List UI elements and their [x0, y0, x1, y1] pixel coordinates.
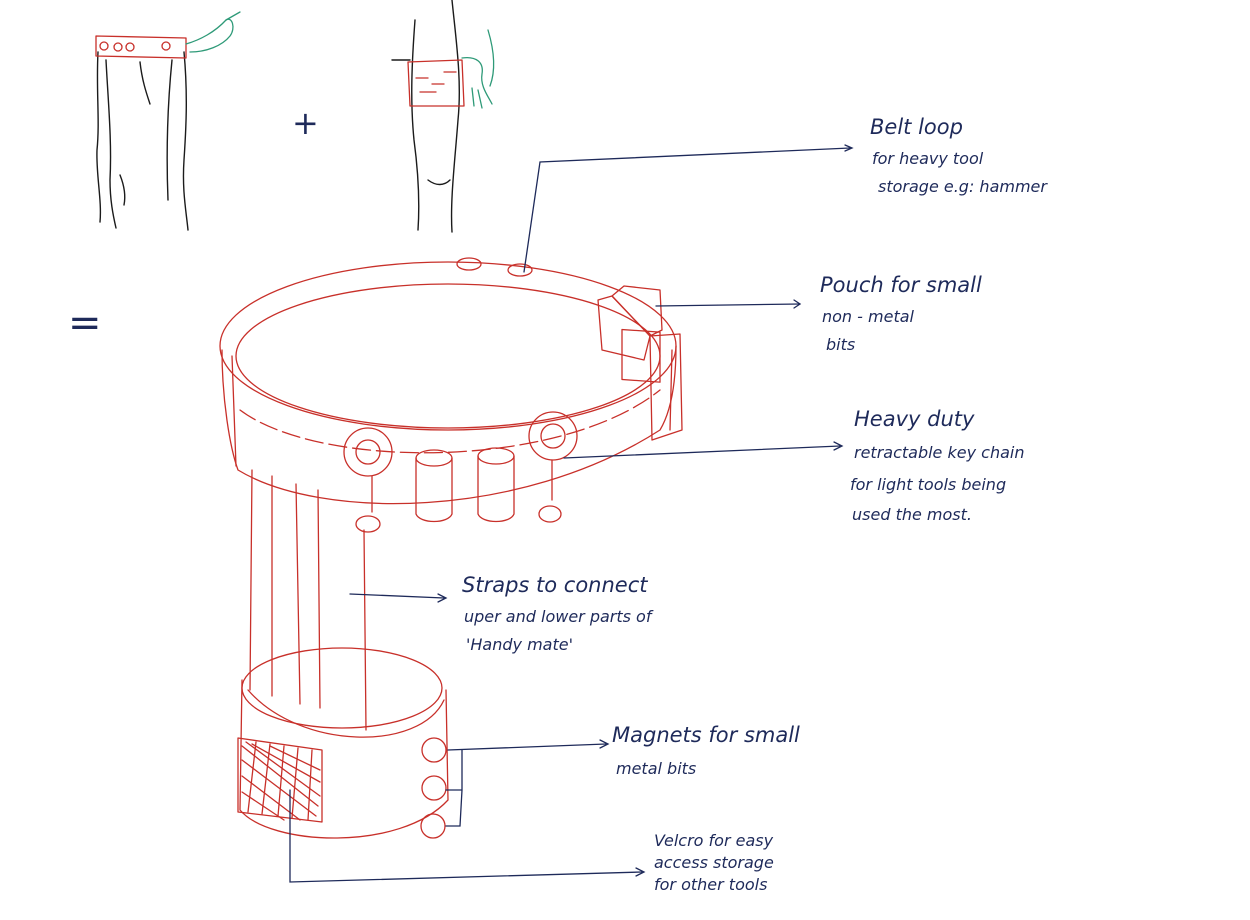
key-chain-title: Heavy duty [854, 407, 975, 431]
pouch-line-2: non - metal [822, 307, 915, 326]
magnets-title: Magnets for small [612, 723, 800, 747]
belt-loop-line-2: for heavy tool [872, 149, 984, 168]
thigh-band-reference-sketch [392, 0, 494, 232]
plus-sign: + [292, 104, 319, 142]
straps-title: Straps to connect [462, 573, 648, 597]
velcro-title: Velcro for easy [654, 831, 774, 850]
pouch-line-3: bits [826, 335, 855, 354]
equals-sign: = [68, 300, 102, 346]
label-velcro: Velcro for easy access storage for other… [654, 831, 774, 894]
key-chain-line-2: retractable key chain [854, 443, 1024, 462]
connecting-straps [250, 470, 366, 730]
label-pouch: Pouch for small non - metal bits [820, 273, 982, 354]
straps-line-2: uper and lower parts of [464, 607, 654, 626]
magnets-line-2: metal bits [616, 759, 696, 778]
velcro-line-3: for other tools [654, 875, 767, 894]
leader-lines [290, 145, 852, 882]
label-key-chain: Heavy duty retractable key chain for lig… [850, 407, 1024, 524]
label-straps: Straps to connect uper and lower parts o… [462, 573, 654, 654]
belt-loop-line-3: storage e.g: hammer [878, 177, 1048, 196]
magnets [421, 738, 446, 838]
velcro-line-2: access storage [654, 853, 774, 872]
tool-holders [416, 448, 514, 522]
key-chain-line-4: used the most. [852, 505, 972, 524]
velcro-patch [238, 738, 322, 822]
key-chain-line-3: for light tools being [850, 475, 1006, 494]
label-belt-loop: Belt loop for heavy tool storage e.g: ha… [870, 115, 1048, 196]
belt-loop-title: Belt loop [870, 115, 963, 139]
waist-belt-ring [220, 262, 676, 504]
pouch-title: Pouch for small [820, 273, 982, 297]
waist-belt-reference-sketch [96, 12, 240, 230]
straps-line-3: 'Handy mate' [466, 635, 573, 654]
label-magnets: Magnets for small metal bits [612, 723, 800, 778]
